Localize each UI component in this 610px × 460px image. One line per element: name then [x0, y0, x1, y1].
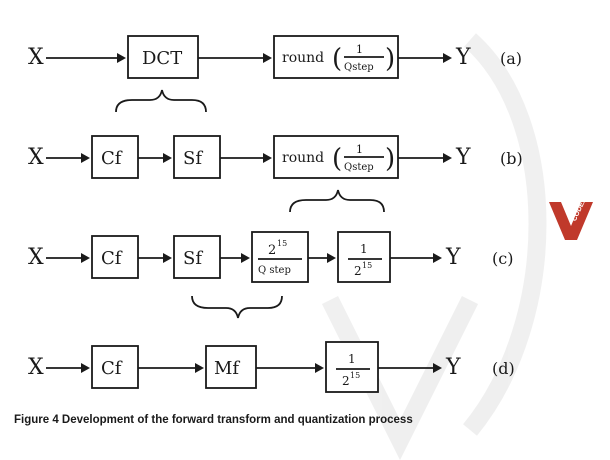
- row-a: X DCT round ( 1 Qstep ) Y (a): [28, 35, 522, 79]
- codex-logo: CODEX: [549, 197, 593, 240]
- shift-block-d: [325, 341, 379, 393]
- row-d: X Cf Mf 1 2 15 Y (d): [28, 341, 515, 393]
- shift-one-c: 1: [360, 242, 368, 256]
- brace-dct: [115, 89, 207, 113]
- mf-label-d: Mf: [214, 358, 240, 379]
- row-tag-c: (c): [492, 249, 513, 268]
- round-label-b: round: [282, 150, 324, 166]
- round-one-b: 1: [356, 143, 363, 156]
- svg-text:): ): [385, 44, 395, 74]
- shift-one-d: 1: [348, 352, 356, 366]
- sf-label-b: Sf: [183, 148, 203, 169]
- row-tag-b: (b): [500, 149, 523, 168]
- logo-mark: [549, 202, 593, 240]
- cf-block-b: [91, 135, 139, 179]
- row-tag-d: (d): [492, 359, 515, 378]
- figure-caption: Figure 4 Development of the forward tran…: [14, 414, 413, 426]
- row-tag-a: (a): [500, 49, 522, 68]
- round-label-a: round: [282, 50, 324, 66]
- scale-exp-c: 15: [277, 239, 287, 248]
- output-y-b: Y: [455, 145, 471, 170]
- input-x-b: X: [28, 145, 44, 170]
- output-y-a: Y: [455, 45, 471, 70]
- svg-text:): ): [385, 144, 395, 174]
- brace-merge: [191, 295, 283, 319]
- shift-two-c: 2: [354, 264, 362, 278]
- cf-label-b: Cf: [101, 148, 123, 169]
- row-b: X Cf Sf round ( 1 Qstep ) Y (b): [28, 135, 523, 179]
- input-x-c: X: [28, 245, 44, 270]
- dct-label: DCT: [142, 48, 182, 69]
- brace-round: [289, 189, 385, 213]
- round-qstep-a: Qstep: [344, 62, 374, 73]
- scale-qstep-c: Q step: [258, 265, 291, 276]
- sf-label-c: Sf: [183, 248, 203, 269]
- shift-two-d: 2: [342, 374, 350, 388]
- scale-two-c: 2: [268, 243, 276, 258]
- round-qstep-b: Qstep: [344, 162, 374, 173]
- svg-text:(: (: [332, 144, 342, 174]
- shift-exp-d: 15: [350, 371, 360, 380]
- mf-block-d: [205, 345, 257, 389]
- scale-block-c: [251, 231, 309, 283]
- input-x-a: X: [28, 45, 44, 70]
- cf-label-d: Cf: [101, 358, 123, 379]
- sf-block-b: [173, 135, 221, 179]
- row-c: X Cf Sf 2 15 Q step 1 2 15 Y (c): [28, 231, 513, 283]
- output-y-c: Y: [445, 245, 461, 270]
- dct-block: [127, 35, 199, 79]
- svg-text:(: (: [332, 44, 342, 74]
- round-one-a: 1: [356, 43, 363, 56]
- sf-block-c: [173, 235, 221, 279]
- cf-block-d: [91, 345, 139, 389]
- output-y-d: Y: [445, 355, 461, 380]
- cf-block-c: [91, 235, 139, 279]
- shift-exp-c: 15: [362, 261, 372, 270]
- shift-block-c: [337, 231, 391, 283]
- input-x-d: X: [28, 355, 44, 380]
- cf-label-c: Cf: [101, 248, 123, 269]
